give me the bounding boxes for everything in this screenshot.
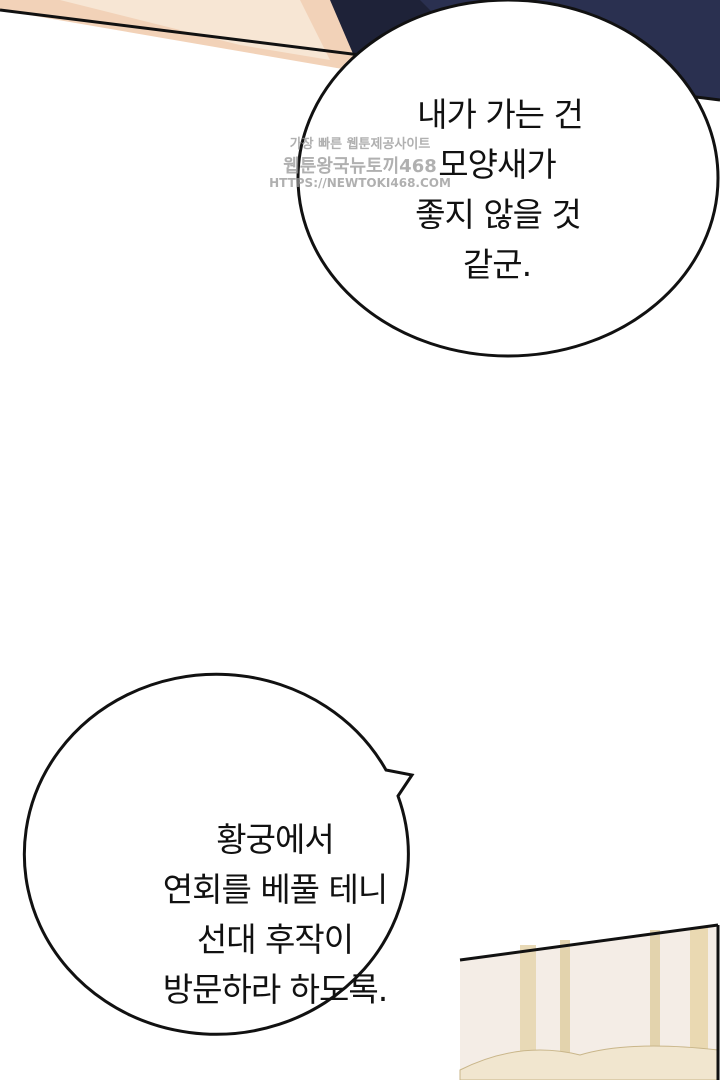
dialogue-line: 연회를 베풀 테니	[162, 870, 388, 909]
dialogue-line: 방문하라 하도록.	[162, 970, 388, 1009]
dialogue-line: 좋지 않을 것	[415, 195, 582, 234]
dialogue-line: 모양새가	[438, 145, 556, 184]
dialogue-line: 황궁에서	[216, 820, 334, 859]
dialogue-line: 내가 가는 건	[417, 95, 584, 134]
speech-bubble-top	[296, 0, 720, 358]
dialogue-line: 같군.	[462, 245, 532, 284]
dialogue-line: 선대 후작이	[196, 920, 354, 959]
speech-bubble-bottom	[22, 672, 415, 1036]
bottom-panel	[459, 923, 720, 1080]
